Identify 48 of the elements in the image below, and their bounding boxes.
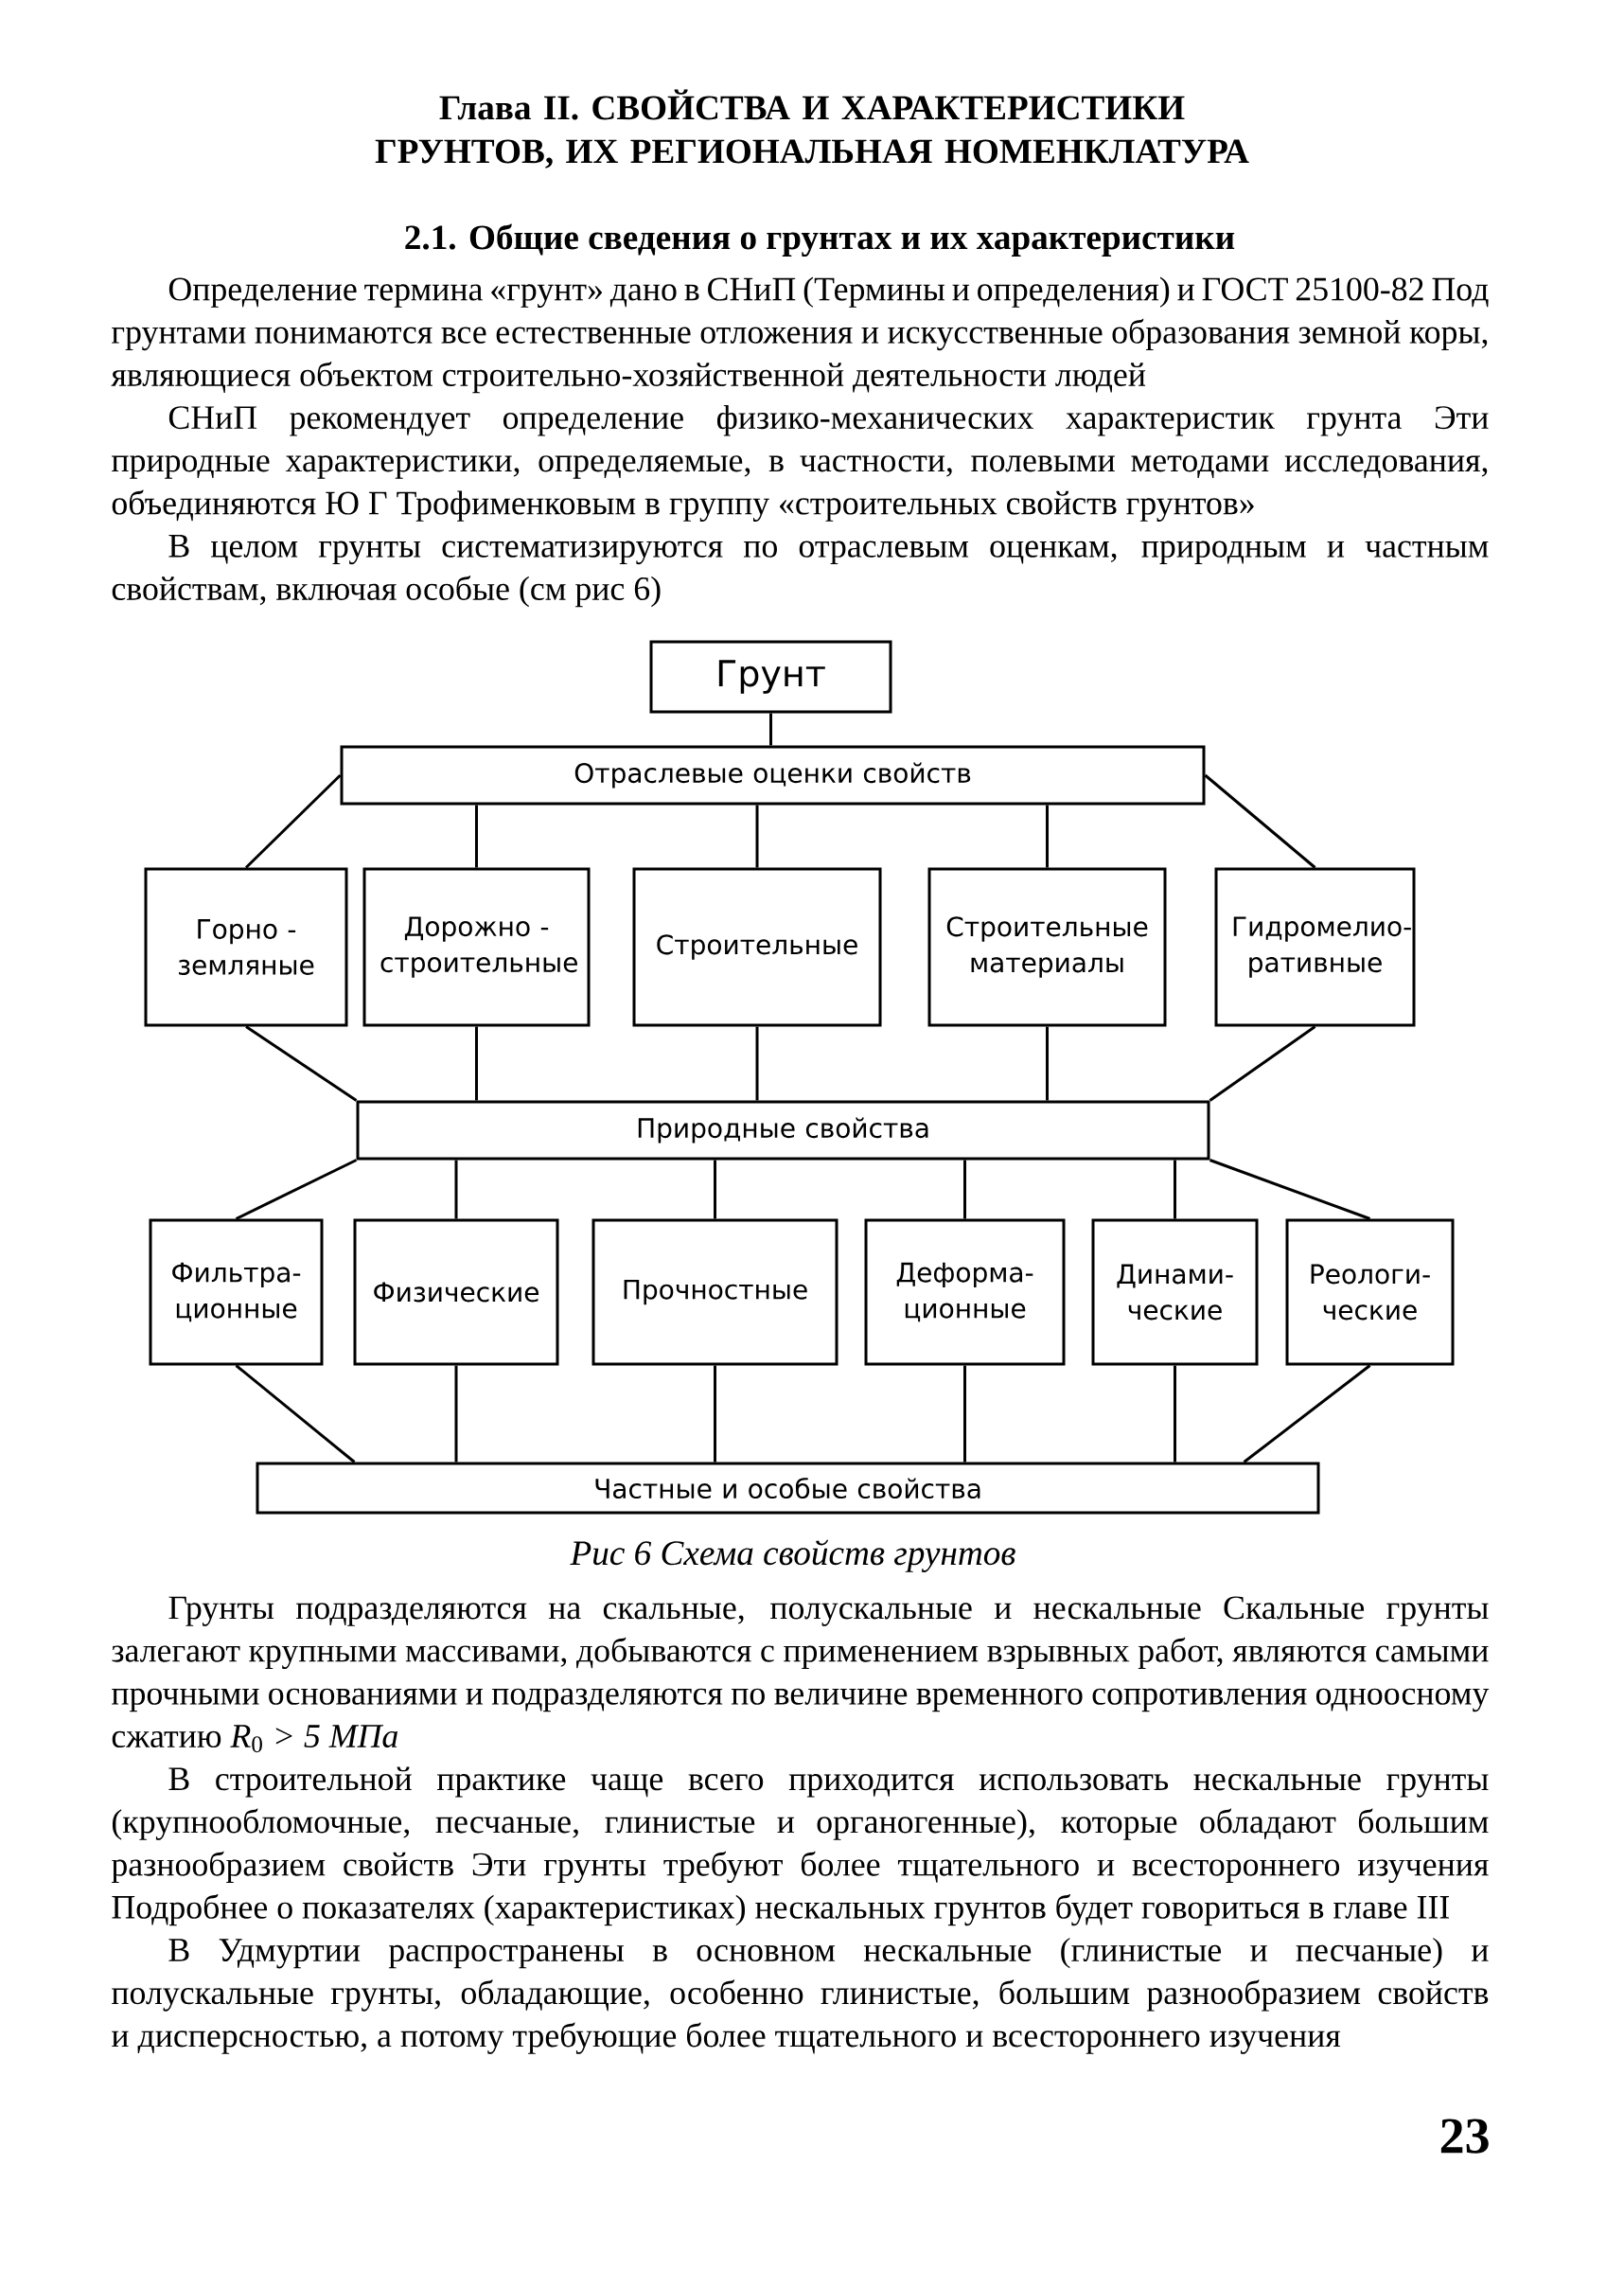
connector-line — [755, 805, 759, 868]
connector-line — [454, 1160, 458, 1219]
paragraph: В Удмуртии распространены в основном нескальные (глинистые и песчаные) и полускальные грунты, обладающие, особенно глинистые, большим разнообразием свойств и дисперсностью, а потому требующие более тщательного и всестороннего изучения — [112, 1937, 1489, 2054]
root-box: Грунт — [649, 640, 892, 714]
connector-line — [1209, 1159, 1371, 1220]
connector-line — [769, 713, 772, 746]
connector-line — [454, 1365, 458, 1463]
category-box: Горно - земляные — [144, 867, 348, 1027]
category-box: Реологи- ческие — [1285, 1218, 1455, 1366]
paragraph: Определение термина «грунт» дано в СНиП (Термины и определения) и ГОСТ 25100-82 Под грунтами понимаются все естественные отложения и искусственные образования земной коры, являющиеся объектом строительно-хозяйственной деятельности людей — [111, 276, 1489, 394]
connector-line — [235, 1364, 356, 1463]
connector-line — [1209, 1025, 1316, 1102]
paragraph: СНиП рекомендует определение физико-механических характеристик грунта Эти природные характеристики, определяемые, в частности, полевыми методами исследования, объединяются Ю Г Трофименковым в группу «строительных свойств грунтов» — [112, 405, 1489, 522]
group-bar: Природные свойства — [356, 1100, 1210, 1161]
connector-line — [1243, 1364, 1371, 1463]
paragraph: В целом грунты систематизируются по отраслевым оценкам, природным и частным свойствам, включая особые (см рис 6) — [112, 535, 1489, 608]
connector-line — [235, 1159, 358, 1220]
connector-line — [244, 773, 342, 869]
connector-line — [1046, 1026, 1049, 1101]
category-box: Деформа- ционные — [864, 1218, 1066, 1366]
section-heading: 2.1. Общие сведения о грунтах и их характеристики — [405, 223, 1235, 257]
category-box: Гидромелио- ративные — [1214, 867, 1416, 1027]
chapter-title: Глава II. СВОЙСТВА И ХАРАКТЕРИСТИКИ ГРУНТОВ, ИХ РЕГИОНАЛЬНАЯ НОМЕНКЛАТУРА — [375, 89, 1249, 168]
category-box: Дорожно - строительные — [362, 867, 591, 1027]
group-bar: Отраслевые оценки свойств — [340, 745, 1206, 806]
category-box: Фильтра- ционные — [149, 1218, 324, 1366]
connector-line — [963, 1365, 966, 1463]
figure-caption: Рис 6 Схема свойств грунтов — [570, 1539, 1015, 1572]
connector-line — [714, 1160, 716, 1219]
paragraph: В строительной практике чаще всего приходится использовать нескальные грунты (крупнообломочные, песчаные, глинистые и органогенные), которые обладают большим разнообразием свойств Эти грунты требуют более тщательного и всестороннего изучения Подробнее о показателях (характеристиках) нескальных грунтов будет говориться в главе III — [111, 1766, 1489, 1926]
paragraph: Грунты подразделяются на скальные, полускальные и нескальные Скальные грунты залегают крупными массивами, добываются с применением взрывных работ, являются самыми прочными основаниями и подразделяются по величине временного сопротивления одноосному сжатию R$_{0}$ > 5 МПа — [112, 1596, 1490, 1753]
group-bar: Частные и особые свойства — [256, 1462, 1320, 1515]
connector-line — [963, 1160, 966, 1219]
connector-line — [245, 1025, 358, 1102]
connector-line — [1174, 1365, 1176, 1463]
category-box: Физические — [353, 1218, 559, 1366]
category-box: Строительные материалы — [927, 867, 1167, 1027]
connector-line — [714, 1365, 716, 1463]
connector-line — [475, 1026, 478, 1101]
connector-line — [1204, 773, 1316, 869]
category-box: Динами- ческие — [1091, 1218, 1259, 1366]
connector-line — [475, 805, 478, 868]
connector-line — [1174, 1160, 1176, 1219]
category-box: Строительные — [632, 867, 882, 1027]
page-number: 23 — [1440, 2119, 1489, 2154]
connector-line — [1046, 805, 1049, 868]
category-box: Прочностные — [591, 1218, 838, 1366]
connector-line — [755, 1026, 759, 1101]
